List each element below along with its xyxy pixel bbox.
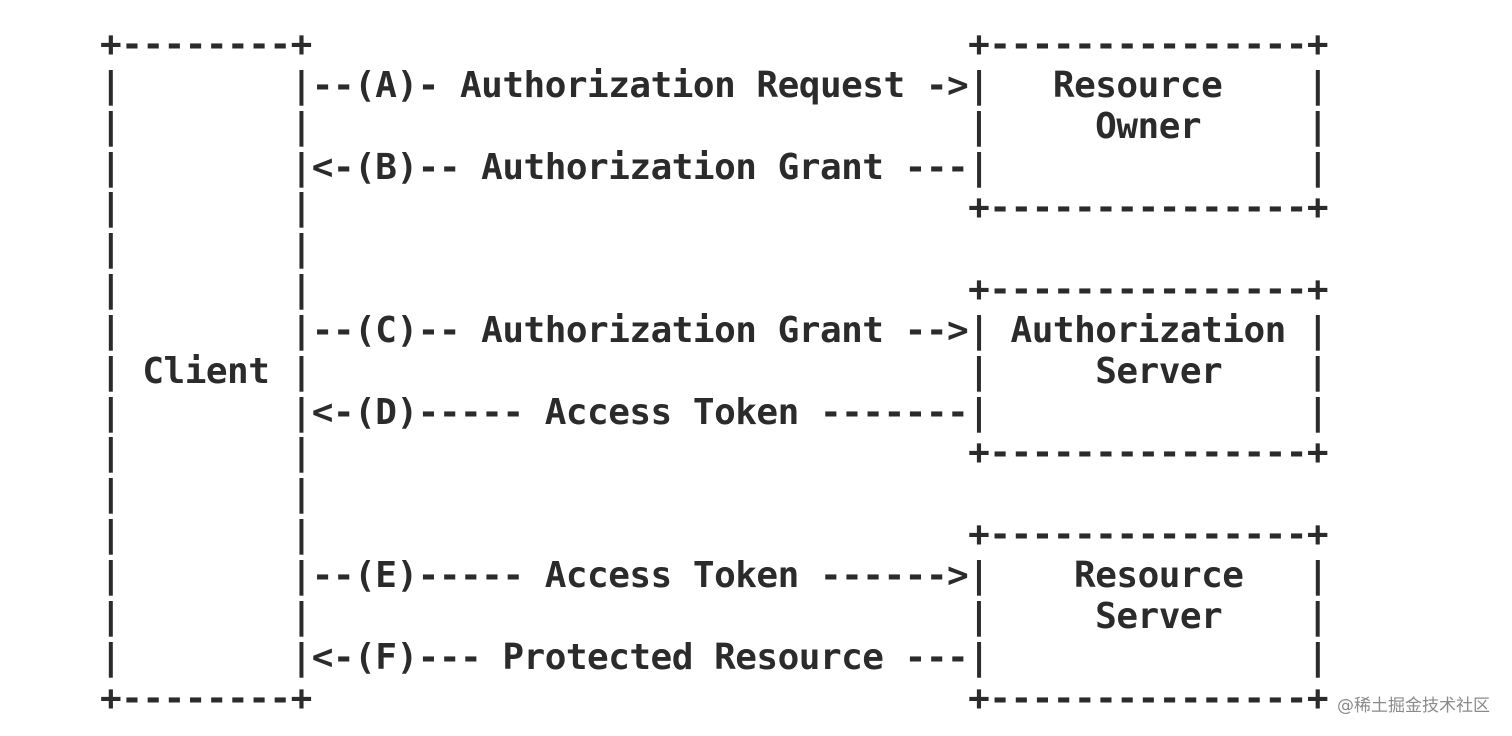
resource-owner-edge: | Resource | [968, 64, 1329, 106]
client-edge: | | [100, 309, 312, 351]
resource-owner-line-1: Resource [1052, 64, 1223, 106]
step-c-label: (C) [354, 309, 418, 351]
client-edge: | | [100, 391, 312, 433]
client-box-bottom: +--------+ +---------------+ [100, 677, 1329, 719]
resource-server-edge: | Resource | [968, 554, 1329, 596]
ascii-diagram: +--------+ +---------------+ | |--(A)- A… [100, 24, 1329, 719]
flow-d-arrow: <-(D)----- Access Token ------- [311, 391, 969, 433]
resource-owner-line-2: Owner [1095, 105, 1202, 147]
flow-f-label: Protected Resource [502, 636, 884, 678]
flow-c-label: Authorization Grant [481, 309, 884, 351]
flow-a-arrow: --(A)- Authorization Request -> [311, 64, 969, 106]
flow-a-label: Authorization Request [460, 64, 905, 106]
client-box-top: +--------+ +---------------+ [100, 24, 1329, 65]
client-edge: | | [100, 64, 312, 106]
flow-e-label: Access Token [544, 554, 800, 596]
authorization-server-line-2: Server [1095, 350, 1223, 392]
step-b-label: (B) [354, 146, 418, 188]
flow-e-arrow: --(E)----- Access Token ------> [311, 554, 969, 596]
step-a-label: (A) [354, 64, 418, 106]
client-edge: | | [100, 636, 312, 678]
resource-server-line-1: Resource [1074, 554, 1244, 596]
client-label: Client [142, 350, 270, 392]
flow-b-label: Authorization Grant [481, 146, 884, 188]
authorization-server-edge: | Authorization | [968, 309, 1329, 351]
watermark: @稀土掘金技术社区 [1337, 696, 1490, 716]
client-edge: | | [100, 146, 312, 188]
flow-b-arrow: <-(B)-- Authorization Grant --- [311, 146, 969, 188]
flow-f-arrow: <-(F)--- Protected Resource --- [311, 636, 969, 678]
step-e-label: (E) [354, 554, 418, 596]
step-d-label: (D) [354, 391, 418, 433]
client-edge: | | [100, 554, 312, 596]
step-f-label: (F) [354, 636, 418, 678]
authorization-server-line-1: Authorization [1010, 309, 1287, 351]
flow-d-label: Access Token [544, 391, 800, 433]
flow-c-arrow: --(C)-- Authorization Grant --> [311, 309, 969, 351]
resource-server-line-2: Server [1095, 595, 1223, 637]
